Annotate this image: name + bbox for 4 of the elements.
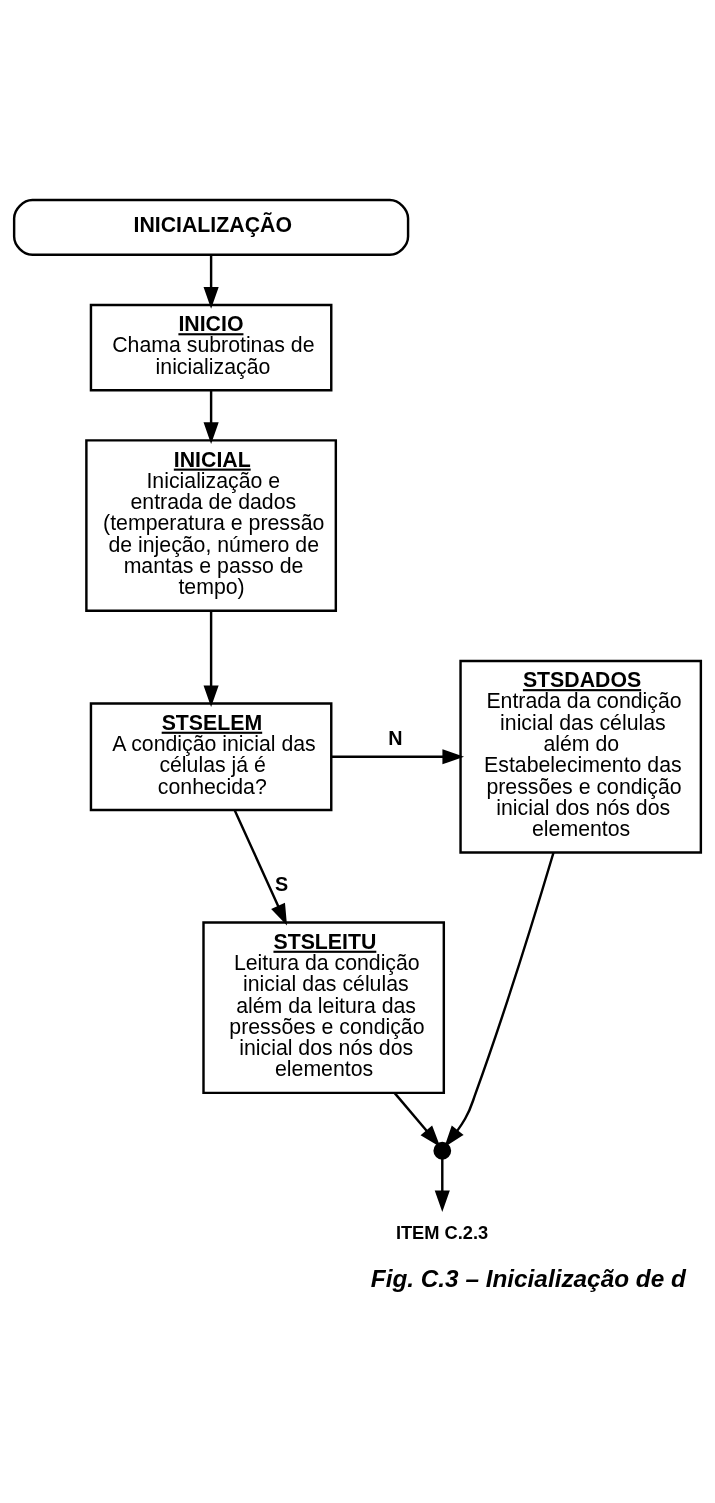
edge-label: S <box>274 873 289 896</box>
edge-label: N <box>388 727 403 750</box>
node-text: ITEM C.2.3 <box>395 1222 489 1244</box>
caption: Fig. C.3 – Inicialização de d <box>370 1265 686 1293</box>
